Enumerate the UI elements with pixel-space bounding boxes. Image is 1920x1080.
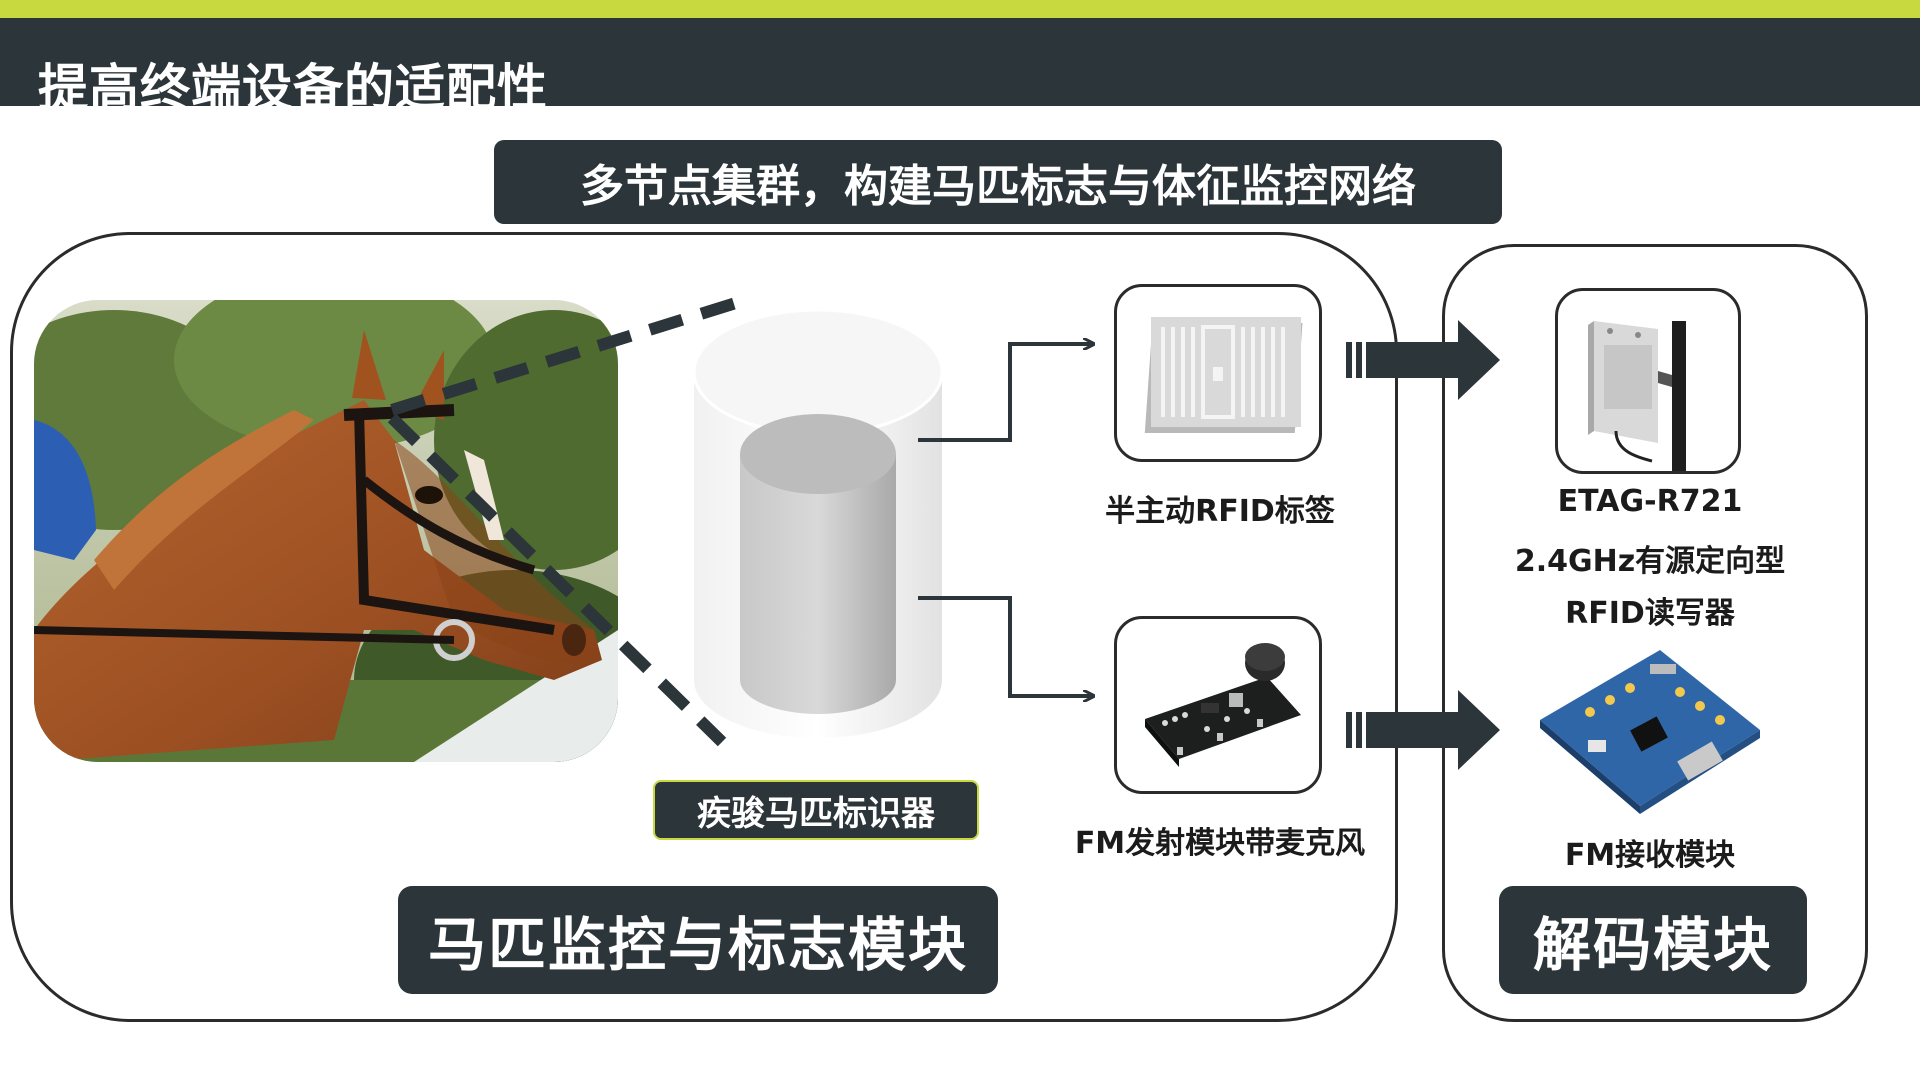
title-bar: 提高终端设备的适配性 [0,18,1920,117]
rfid-tag-label: 半主动RFID标签 [1105,494,1335,529]
subtitle-banner: 多节点集群，构建马匹标志与体征监控网络 [494,140,1502,224]
fm-transmitter-device [1114,616,1322,794]
fm-transmitter-icon [1145,643,1301,767]
fm-receiver-icon [1530,630,1770,830]
reader-desc-label: 2.4GHz有源定向型 [1514,544,1786,579]
rfid-reader-device [1555,288,1741,474]
identifier-cylinder-icon [690,296,946,756]
rfid-tag-device [1114,284,1322,462]
horse-photo [34,300,618,762]
decoding-module-label: 解码模块 [1499,886,1807,994]
fm-transmitter-label: FM发射模块带麦克风 [1074,826,1366,861]
monitoring-module-label: 马匹监控与标志模块 [398,886,998,994]
fm-receiver-label: FM接收模块 [1564,838,1736,873]
rfid-tag-icon [1144,317,1303,433]
identifier-badge: 疾骏马匹标识器 [653,780,979,840]
top-accent-bar [0,0,1920,18]
subtitle-text: 多节点集群，构建马匹标志与体征监控网络 [580,161,1416,212]
reader-type-label: RFID读写器 [1565,596,1735,631]
page-title: 提高终端设备的适配性 [38,59,548,117]
reader-model-label: ETAG-R721 [1557,484,1743,519]
rfid-reader-icon [1588,321,1686,471]
